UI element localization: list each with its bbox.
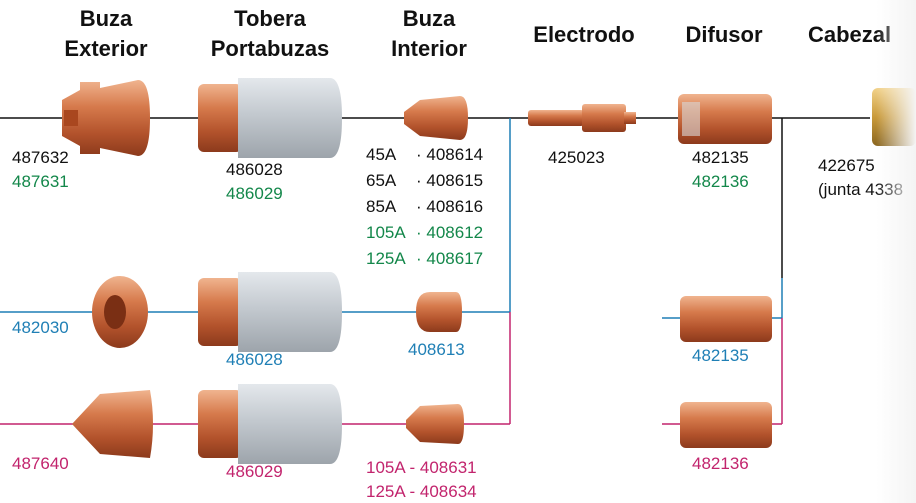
row3-tobera-part: 486029 xyxy=(226,462,283,481)
row2-buza-exterior-part: 482030 xyxy=(12,318,69,338)
row1-cabezal-part: 422675 xyxy=(818,156,875,175)
inner-nozzle-icon xyxy=(404,96,468,140)
inner-nozzle-icon xyxy=(416,292,462,332)
header-line: Buza xyxy=(402,6,456,31)
header-line: Interior xyxy=(391,36,467,61)
row1-tobera-part: 486028 xyxy=(226,160,283,179)
nozzle-holder-icon xyxy=(198,78,342,158)
header-line: Buza xyxy=(79,6,133,31)
row3-difusor-part: 482136 xyxy=(692,454,749,473)
header-line: Portabuzas xyxy=(210,36,330,61)
header-difusor: Difusor xyxy=(685,22,763,47)
header-line: Exterior xyxy=(64,36,148,61)
row2-buza-interior-part: 408613 xyxy=(408,340,465,359)
header-buza-interior: Buza Interior xyxy=(374,4,484,64)
amp-row: 65A· 408615 xyxy=(366,171,484,190)
outer-nozzle-icon xyxy=(72,390,153,458)
nozzle-holder-icon xyxy=(198,384,342,464)
diffuser-icon xyxy=(680,402,772,448)
row1-tobera-part-alt: 486029 xyxy=(226,184,283,203)
inner-nozzle-icon xyxy=(406,404,464,444)
row1-buza-exterior-part-alt: 487631 xyxy=(12,172,69,191)
electrode-icon xyxy=(528,104,636,132)
row3-buza-interior-part-alt: 125A - 408634 xyxy=(366,482,477,501)
row3-buza-exterior-part: 487640 xyxy=(12,454,69,473)
row1-electrodo-part: 425023 xyxy=(548,148,605,167)
header-buza-exterior: Buza Exterior xyxy=(46,4,166,64)
amp-row: 105A· 408612 xyxy=(366,223,484,242)
right-edge-fade xyxy=(876,0,916,503)
row3-buza-interior-part: 105A - 408631 xyxy=(366,458,477,477)
row2-difusor-part: 482135 xyxy=(692,346,749,365)
outer-nozzle-icon xyxy=(92,276,148,348)
header-line: Tobera xyxy=(234,6,306,31)
amp-row: 85A· 408616 xyxy=(366,197,484,216)
header-tobera: Tobera Portabuzas xyxy=(192,4,348,64)
row2-tobera-part: 486028 xyxy=(226,350,283,369)
outer-nozzle-icon xyxy=(62,80,150,156)
row1-difusor-part: 482135 xyxy=(692,148,749,167)
header-electrodo: Electrodo xyxy=(533,22,635,47)
row1-buza-exterior-part: 487632 xyxy=(12,148,69,167)
amp-row: 45A· 408614 xyxy=(366,145,484,164)
amp-row: 125A· 408617 xyxy=(366,249,484,268)
diffuser-icon xyxy=(680,296,772,342)
row1-buza-interior-list: 45A· 408614 65A· 408615 85A· 408616 105A… xyxy=(366,142,483,272)
diffuser-icon xyxy=(678,94,772,144)
nozzle-holder-icon xyxy=(198,272,342,352)
row1-difusor-part-alt: 482136 xyxy=(692,172,749,191)
